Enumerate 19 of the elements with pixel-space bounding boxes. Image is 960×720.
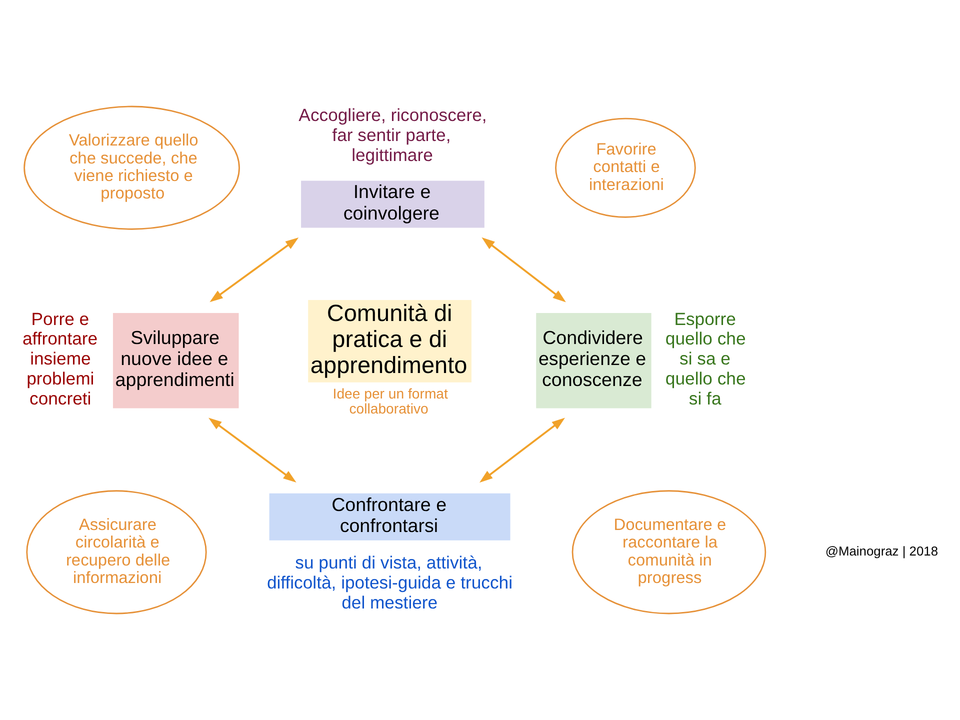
arrow bbox=[210, 237, 299, 302]
node-label: su punti di vista, attività, difficoltà, ipotesi-guida e trucchi del mestiere bbox=[266, 552, 513, 613]
node-box: Invitare e coinvolgere bbox=[301, 180, 484, 228]
arrow bbox=[479, 418, 566, 483]
node-box: Confrontare e confrontarsi bbox=[269, 493, 510, 540]
label: @Mainograz | 2018 bbox=[825, 543, 938, 558]
node-ellipse: Assicurare circolarità e recupero delle informazioni bbox=[26, 490, 207, 614]
node-ellipse: Documentare e raccontare la comunità in progress bbox=[572, 490, 766, 614]
arrow bbox=[208, 418, 296, 483]
node-label: Porre e affrontare insieme problemi concreti bbox=[22, 308, 98, 409]
node-label: Idee per un format collaborativo bbox=[332, 385, 448, 417]
arrow bbox=[482, 237, 566, 302]
node-box: Sviluppare nuove idee e apprendimenti bbox=[112, 312, 239, 408]
node-label: Esporre quello che si sa e quello che si fa bbox=[665, 308, 746, 409]
node-ellipse: Favorire contatti e interazioni bbox=[555, 118, 696, 218]
node-ellipse: Valorizzare quello che succede, che viene richiesto e proposto bbox=[24, 106, 240, 230]
node-box: Condividere esperienze e conoscenze bbox=[536, 312, 652, 408]
node-box: Comunità di pratica e di apprendimento bbox=[308, 300, 472, 382]
node-label: Accogliere, riconoscere, far sentir parte, legittimare bbox=[298, 104, 487, 165]
